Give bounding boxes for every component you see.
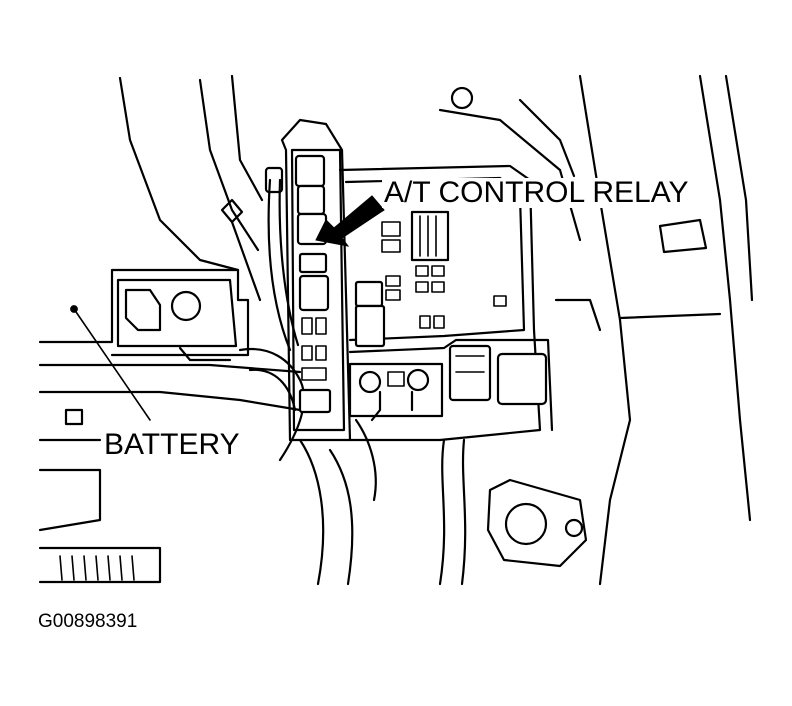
battery-body <box>70 278 238 362</box>
hoses-and-pipes <box>298 418 588 586</box>
at-control-relay-label: A/T CONTROL RELAY <box>382 176 691 209</box>
battery-label: BATTERY <box>102 428 242 461</box>
figure-id: G00898391 <box>38 611 138 632</box>
relay-block-column <box>280 118 352 442</box>
relay-callout-arrow <box>315 195 385 247</box>
right-body-structure <box>438 74 754 586</box>
left-fender-structure <box>38 74 302 584</box>
ground-stud <box>64 198 262 426</box>
battery-leader-line <box>73 308 151 421</box>
lower-relays <box>348 344 548 422</box>
